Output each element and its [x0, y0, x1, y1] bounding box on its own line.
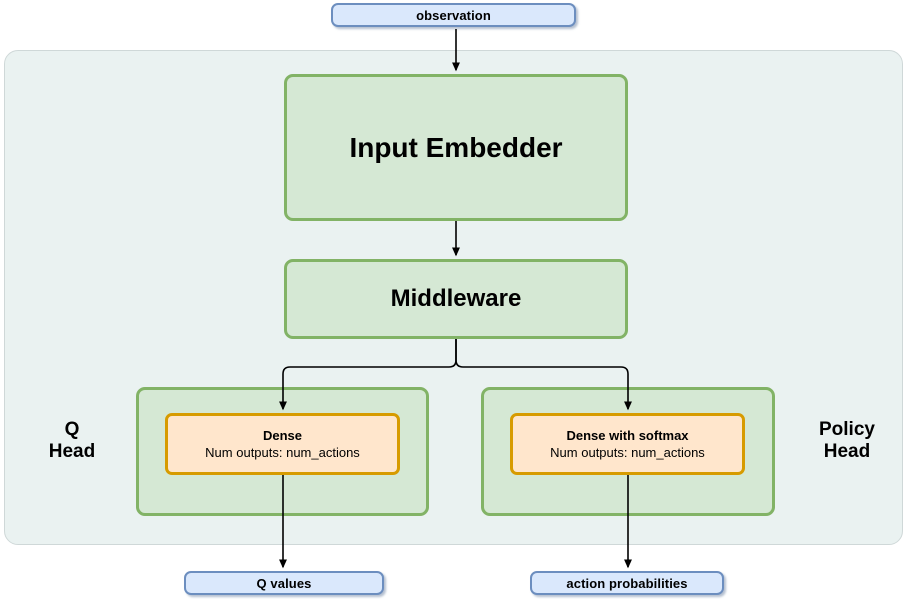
observation-label: observation — [416, 7, 491, 23]
policy-dense-detail: Num outputs: num_actions — [550, 445, 705, 460]
observation-node: observation — [331, 3, 576, 27]
policy-dense-title: Dense with softmax — [566, 427, 689, 443]
input-embedder-node: Input Embedder — [284, 74, 628, 221]
q-values-node: Q values — [184, 571, 384, 595]
policy-dense-node: Dense with softmax Num outputs: num_acti… — [510, 413, 745, 475]
policy-head-label: Policy Head — [819, 419, 875, 463]
edge-middleware-to-policy-dense — [455, 339, 632, 411]
q-values-label: Q values — [256, 575, 312, 591]
input-embedder-label: Input Embedder — [349, 131, 563, 163]
middleware-node: Middleware — [284, 259, 628, 339]
q-head-label: Q Head — [48, 419, 96, 463]
q-dense-detail: Num outputs: num_actions — [205, 445, 360, 460]
q-dense-title: Dense — [262, 427, 303, 443]
action-probabilities-label: action probabilities — [566, 575, 688, 591]
middleware-label: Middleware — [390, 285, 522, 312]
edge-middleware-to-q-dense — [279, 339, 457, 411]
action-probabilities-node: action probabilities — [530, 571, 724, 595]
q-dense-node: Dense Num outputs: num_actions — [165, 413, 400, 475]
